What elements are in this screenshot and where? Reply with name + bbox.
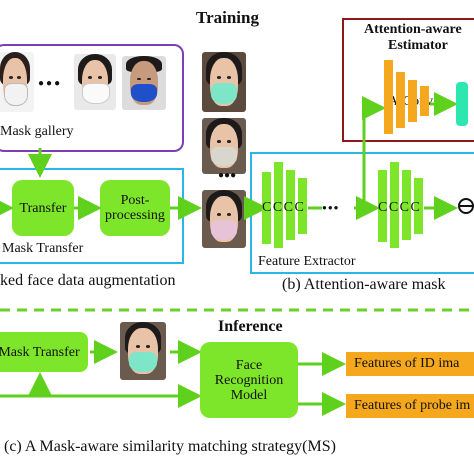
inference-mask-transfer-box: Mask Transfer bbox=[0, 332, 88, 372]
train-faces-ellipsis: ●●● bbox=[218, 170, 237, 181]
extractor-dots: ●●● bbox=[322, 203, 340, 212]
gallery-ellipsis: ●●● bbox=[38, 78, 63, 89]
estimator-title-line1: Attention-aware bbox=[364, 22, 462, 37]
gallery-face-1 bbox=[0, 52, 34, 112]
features-probe-label: Features of probe im bbox=[354, 398, 471, 413]
features-id-label: Features of ID ima bbox=[354, 356, 460, 371]
caption-a: ked face data augmentation bbox=[0, 272, 176, 289]
train-face-3 bbox=[202, 190, 246, 248]
caption-b: (b) Attention-aware mask bbox=[282, 276, 446, 293]
frm-line2: Model bbox=[230, 387, 268, 403]
gallery-face-3 bbox=[122, 56, 166, 110]
gallery-face-2 bbox=[74, 54, 116, 110]
mask-gallery-frame bbox=[0, 44, 184, 152]
transfer-box: Transfer bbox=[12, 180, 74, 236]
post-processing-box: Post- processing bbox=[100, 180, 170, 236]
train-face-1 bbox=[202, 52, 246, 112]
extractor-block2-label: C C C C bbox=[378, 200, 420, 215]
estimator-title-line2: Estimator bbox=[388, 38, 448, 53]
caption-c: (c) A Mask-aware similarity matching str… bbox=[4, 438, 336, 455]
inference-mask-transfer-label: Mask Transfer bbox=[0, 344, 80, 360]
frm-line1: Face Recognition bbox=[214, 357, 284, 388]
extractor-block1-label: C C C C bbox=[262, 200, 304, 215]
inference-title: Inference bbox=[218, 318, 283, 335]
inference-face bbox=[120, 322, 166, 380]
features-probe-box: Features of probe im bbox=[346, 394, 474, 418]
train-face-2 bbox=[202, 118, 246, 174]
mask-transfer-label: Mask Transfer bbox=[2, 241, 84, 256]
features-id-box: Features of ID ima bbox=[346, 352, 474, 376]
feature-extractor-label: Feature Extractor bbox=[258, 254, 356, 269]
post-processing-line1: Post- bbox=[120, 193, 150, 208]
transfer-label: Transfer bbox=[19, 200, 67, 216]
mask-gallery-label: Mask gallery bbox=[0, 124, 74, 139]
training-title: Training bbox=[196, 8, 259, 27]
face-recognition-model-box: Face Recognition Model bbox=[200, 342, 298, 418]
post-processing-line2: processing bbox=[105, 208, 165, 223]
estimator-frame bbox=[342, 18, 474, 142]
